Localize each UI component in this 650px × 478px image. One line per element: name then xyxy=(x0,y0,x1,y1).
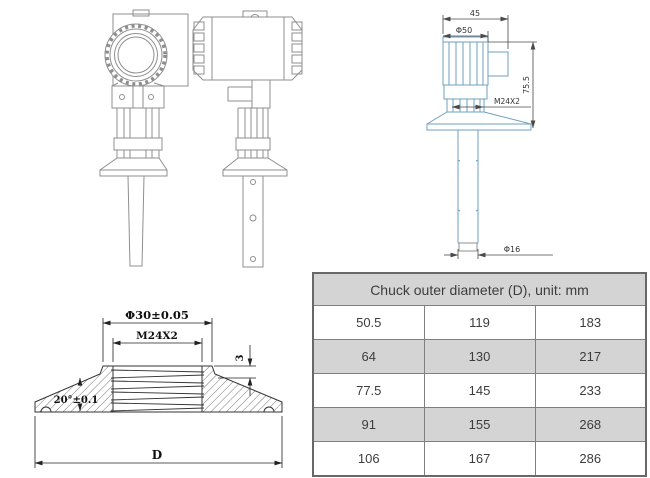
front-and-side-view-drawing xyxy=(99,9,303,268)
probe xyxy=(457,130,479,244)
stem-band xyxy=(113,137,163,151)
sensor-body xyxy=(426,36,532,244)
knurl-tabs-left xyxy=(193,21,205,75)
neck-band xyxy=(443,84,488,100)
right-wing-section xyxy=(201,365,283,413)
table-cell: 50.5 xyxy=(312,305,425,340)
dim-label-height: 75.5 xyxy=(522,76,531,94)
boss-faces xyxy=(113,365,202,413)
dim-label-thread: M24X2 xyxy=(494,97,520,106)
housing xyxy=(442,41,489,86)
table-row: 77.5 145 233 xyxy=(312,373,647,408)
bracket-tab xyxy=(132,9,150,17)
housing-body xyxy=(192,16,303,81)
dim-label-probe-diameter: Φ16 xyxy=(504,245,520,254)
side-connector xyxy=(487,51,509,77)
triclamp-ferrule xyxy=(99,157,168,177)
dim-label-angle: 20°±0.1 xyxy=(54,395,99,406)
probe-hole xyxy=(250,256,256,262)
cap-ring xyxy=(109,28,163,82)
glass-outer xyxy=(114,33,158,77)
thread-profile xyxy=(110,369,205,412)
ext-lines-45 xyxy=(442,15,509,49)
probe-hole xyxy=(250,179,256,185)
table-cell: 91 xyxy=(312,407,425,442)
lower-ribs xyxy=(116,150,160,159)
chuck-diameter-table: Chuck outer diameter (D), unit: mm 50.5 … xyxy=(312,272,647,477)
stem-ribs xyxy=(237,107,269,138)
dim-label-thread: M24X2 xyxy=(136,330,178,342)
gasket-groove-right xyxy=(263,406,275,413)
knurled-rim xyxy=(105,24,167,86)
table-cell: 286 xyxy=(534,441,647,477)
gasket-groove-left xyxy=(40,406,52,413)
table-row: 91 155 268 xyxy=(312,407,647,442)
glass-inner xyxy=(117,36,155,74)
dim-label-outer-diameter: Φ30±0.05 xyxy=(125,308,189,322)
junction-block xyxy=(111,85,165,109)
screw-hole xyxy=(119,94,125,100)
table-cell: 233 xyxy=(534,373,647,408)
thread-ribs xyxy=(452,99,481,112)
dim-label-step: 3 xyxy=(235,354,246,361)
side-bracket xyxy=(227,80,271,109)
probe-tip xyxy=(458,242,478,252)
ext-lines-D xyxy=(34,416,283,468)
probe xyxy=(127,175,145,267)
dimensioned-view-drawing: 45 Φ50 75.5 M24X2 Φ16 xyxy=(426,9,553,259)
triclamp-ferrule xyxy=(426,111,532,131)
table-cell: 64 xyxy=(312,339,425,374)
screw-hole xyxy=(148,94,154,100)
table-cell: 130 xyxy=(423,339,536,374)
table-title: Chuck outer diameter (D), unit: mm xyxy=(312,272,647,306)
knurl-tabs-right xyxy=(291,21,303,75)
triclamp-ferrule xyxy=(222,157,288,177)
housing-ribs xyxy=(448,42,484,85)
dimensions xyxy=(442,15,553,259)
dim-label-width: 45 xyxy=(470,9,480,18)
stem-ribs xyxy=(116,108,160,138)
cap-band xyxy=(442,36,489,43)
table-cell: 183 xyxy=(534,305,647,340)
housing-caps xyxy=(211,17,285,80)
table-cell: 77.5 xyxy=(312,373,425,408)
dim-label-base-diameter: D xyxy=(152,448,162,462)
table-cell: 217 xyxy=(534,339,647,374)
table-cell: 106 xyxy=(312,441,425,477)
table-cell: 155 xyxy=(423,407,536,442)
table-row: 106 167 286 xyxy=(312,441,647,477)
table-cell: 268 xyxy=(534,407,647,442)
chuck-body xyxy=(34,365,283,413)
table-row: 64 130 217 xyxy=(312,339,647,374)
table-cell: 145 xyxy=(423,373,536,408)
front-view xyxy=(99,9,189,267)
table-cell: 119 xyxy=(423,305,536,340)
dim-label-cap-diameter: Φ50 xyxy=(456,26,472,35)
lower-ribs xyxy=(237,150,269,159)
block-dividers xyxy=(132,86,144,108)
side-view xyxy=(192,10,303,268)
stem-band xyxy=(235,137,271,151)
dimensions xyxy=(34,318,283,468)
probe-hole xyxy=(249,214,257,222)
chuck-section-drawing: Φ30±0.05 M24X2 3 20°±0.1 D xyxy=(34,308,283,468)
table-row: 50.5 119 183 xyxy=(312,305,647,340)
table-cell: 167 xyxy=(423,441,536,477)
